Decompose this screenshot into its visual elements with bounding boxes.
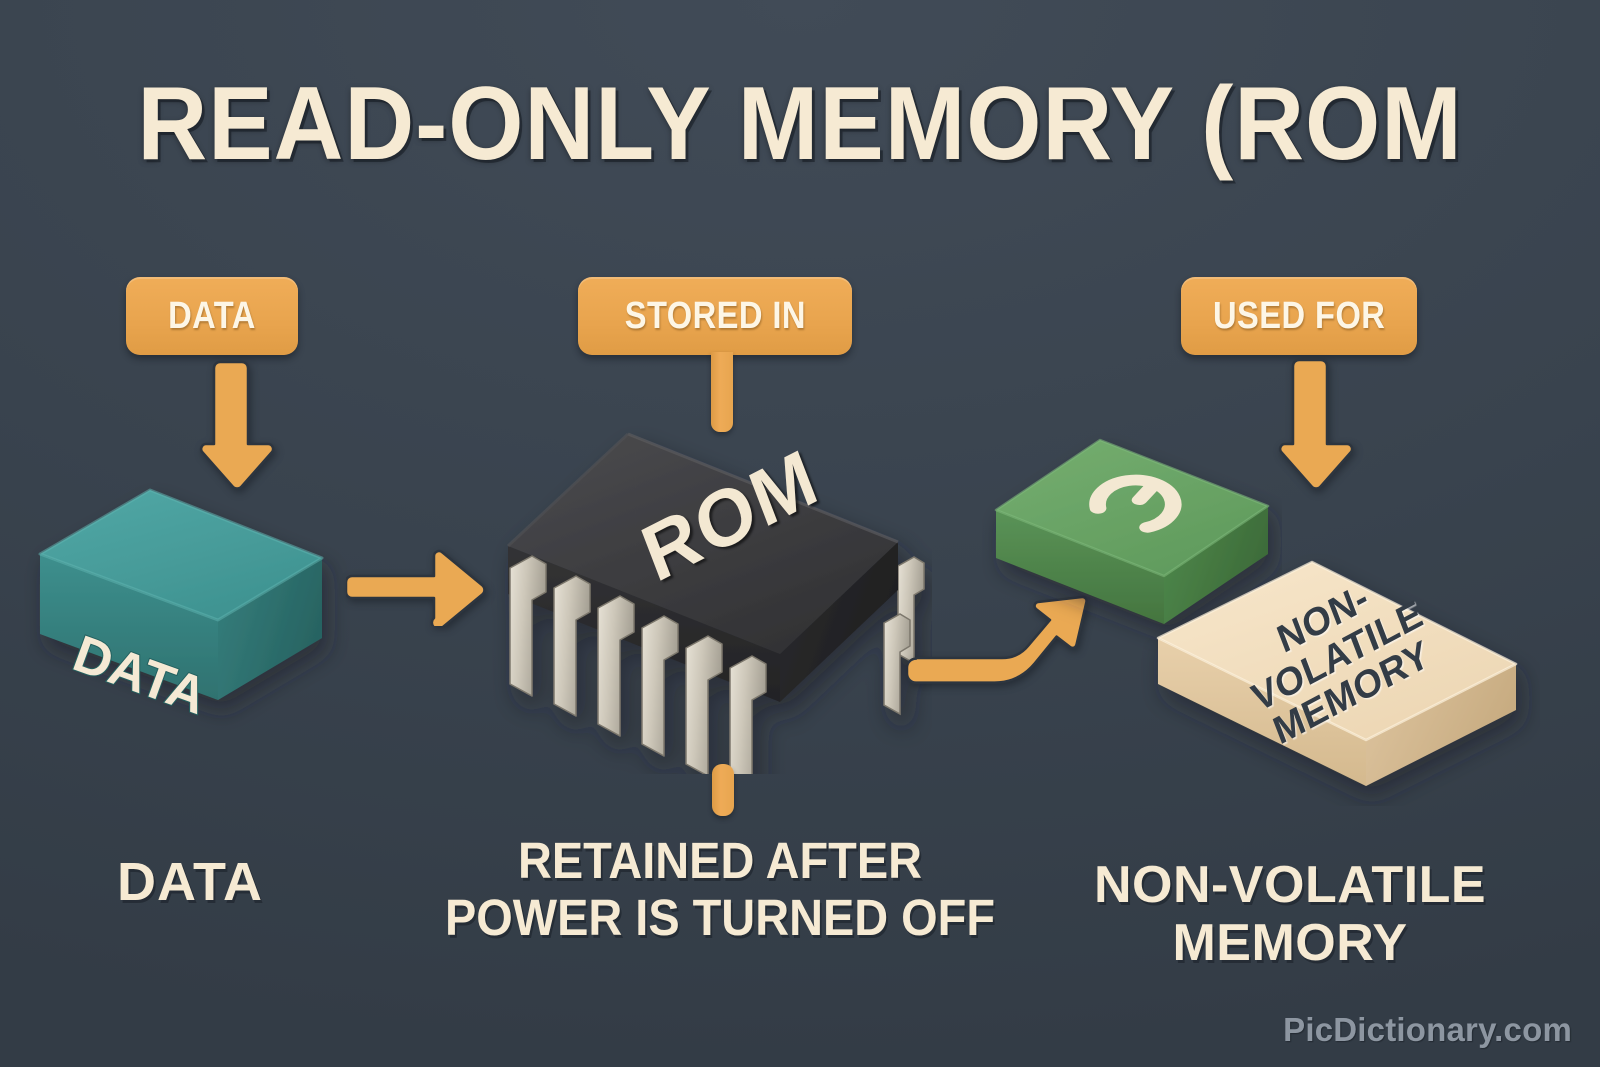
callout-used-for: USED FOR [1181, 277, 1417, 355]
non-volatile-memory-block [1156, 560, 1518, 786]
callout-stored-in-label: STORED IN [624, 294, 806, 337]
arrow-right-icon [346, 549, 486, 626]
caption-data: DATA [117, 852, 263, 912]
arrow-curve-up-right-icon [908, 595, 1088, 684]
arrow-down-icon [1278, 358, 1354, 490]
caption-retained-line-2: POWER IS TURNED OFF [444, 889, 996, 947]
power-icon [1089, 474, 1182, 533]
caption-non-volatile-memory: NON-VOLATILE MEMORY [1060, 856, 1520, 972]
caption-nvm-line-1: NON-VOLATILE [1093, 856, 1487, 914]
callout-used-for-label: USED FOR [1212, 294, 1386, 337]
chip-pin [883, 556, 925, 716]
page-title: READ-ONLY MEMORY (ROM [137, 66, 1463, 182]
callout-data: DATA [126, 277, 298, 355]
caption-nvm-line-2: MEMORY [1172, 914, 1408, 973]
arrow-down-icon [199, 360, 275, 490]
connector-tick-chip [712, 764, 734, 816]
power-button-block [994, 438, 1270, 624]
callout-data-label: DATA [168, 294, 256, 337]
rom-chip [506, 432, 925, 774]
chip-pin [509, 555, 767, 774]
caption-retained: RETAINED AFTER POWER IS TURNED OFF [444, 832, 996, 946]
watermark: PicDictionary.com [1283, 1011, 1572, 1048]
data-block: DATA [38, 488, 324, 727]
connector-stem-stored-in [711, 352, 733, 432]
callout-stored-in: STORED IN [578, 277, 852, 355]
caption-retained-line-1: RETAINED AFTER [517, 832, 923, 889]
